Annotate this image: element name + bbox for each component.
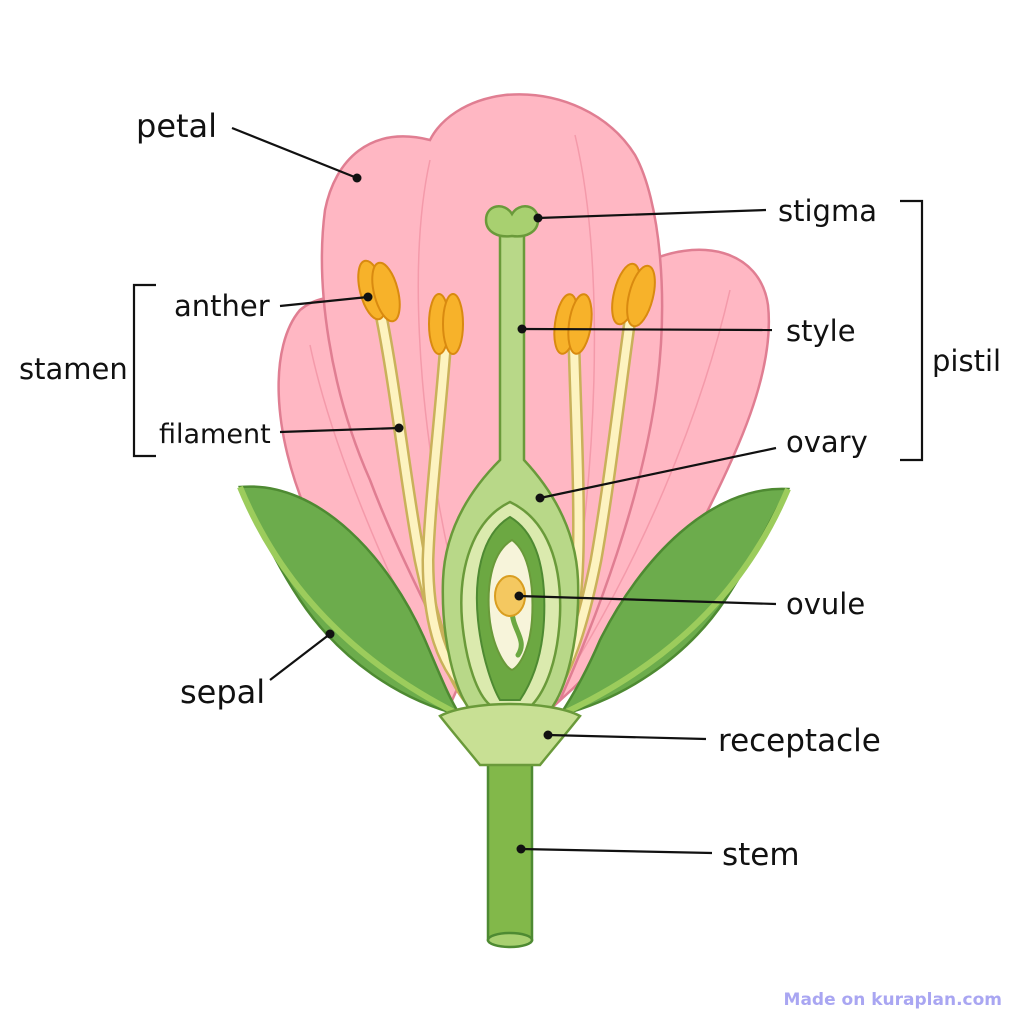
stigma	[484, 205, 540, 238]
leader-petal	[231, 126, 362, 183]
stem	[486, 758, 534, 949]
label-anther: anther	[174, 289, 270, 323]
leader-anther	[279, 292, 373, 308]
stamen-right-outer	[539, 262, 656, 707]
anther-right-inner	[553, 293, 593, 355]
receptacle	[438, 702, 582, 767]
label-petal: petal	[136, 107, 217, 145]
leader-sepal	[269, 629, 335, 681]
pistil	[441, 205, 580, 712]
label-receptacle: receptacle	[718, 723, 881, 759]
label-stigma: stigma	[778, 194, 877, 228]
label-style: style	[786, 314, 856, 348]
leader-receptacle	[543, 730, 707, 741]
leader-ovule	[514, 591, 777, 606]
anther-left-inner	[428, 293, 464, 355]
leader-filament	[279, 423, 404, 434]
anther-left-outer	[357, 259, 401, 323]
label-stem: stem	[722, 837, 800, 873]
watermark: Made on kuraplan.com	[783, 990, 1002, 1010]
label-ovary: ovary	[786, 425, 868, 459]
leader-ovary	[535, 446, 777, 503]
leader-style	[517, 324, 773, 334]
pistil-bracket	[900, 199, 924, 462]
label-sepal: sepal	[180, 673, 265, 711]
leader-stem	[516, 844, 713, 855]
label-filament: filament	[159, 419, 271, 450]
stamen-bracket	[132, 283, 156, 458]
label-stamen: stamen	[19, 352, 128, 386]
stamen-left-inner	[421, 293, 485, 707]
label-ovule: ovule	[786, 587, 865, 621]
leader-stigma	[533, 208, 767, 223]
anther-right-outer	[611, 262, 656, 328]
label-pistil: pistil	[932, 344, 1001, 378]
